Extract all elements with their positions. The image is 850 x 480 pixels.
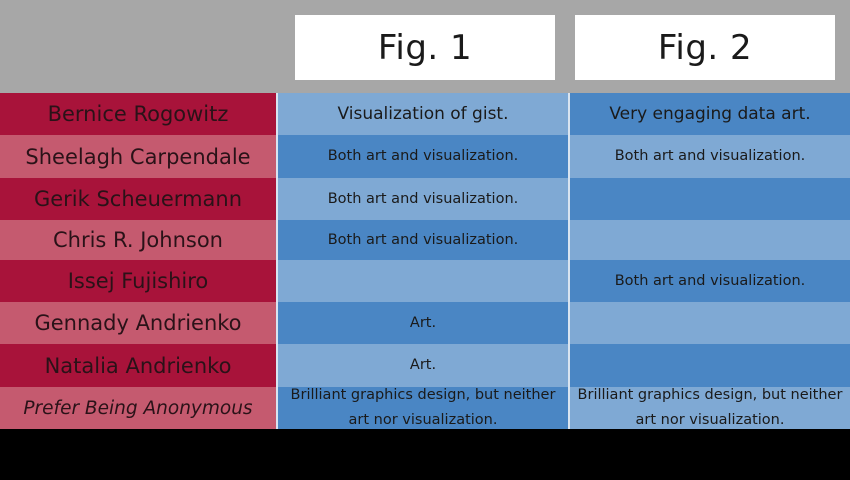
fig-1-header: Fig. 1 xyxy=(295,15,555,80)
name-cell: Issej Fujishiro xyxy=(0,260,276,302)
fig-2-cell xyxy=(570,344,850,387)
table-header: Fig. 1 Fig. 2 xyxy=(0,0,850,93)
fig-1-cell: Both art and visualization. xyxy=(278,220,568,260)
fig-2-cell: Both art and visualization. xyxy=(570,135,850,178)
fig-2-cell xyxy=(570,302,850,344)
name-cell: Gennady Andrienko xyxy=(0,302,276,344)
fig-1-cell xyxy=(278,260,568,302)
name-cell: Bernice Rogowitz xyxy=(0,93,276,135)
name-cell: Natalia Andrienko xyxy=(0,344,276,387)
fig-1-cell: Both art and visualization. xyxy=(278,178,568,220)
name-cell: Prefer Being Anonymous xyxy=(0,387,276,429)
fig-1-cell: Both art and visualization. xyxy=(278,135,568,178)
fig-1-cell: Art. xyxy=(278,302,568,344)
column-divider xyxy=(276,93,278,429)
fig-1-cell: Art. xyxy=(278,344,568,387)
name-cell: Chris R. Johnson xyxy=(0,220,276,260)
fig-2-cell xyxy=(570,178,850,220)
fig-2-cell: Brilliant graphics design, but neither a… xyxy=(570,387,850,429)
footer-bar xyxy=(0,429,850,480)
name-cell: Sheelagh Carpendale xyxy=(0,135,276,178)
fig-2-cell: Very engaging data art. xyxy=(570,93,850,135)
name-cell: Gerik Scheuermann xyxy=(0,178,276,220)
fig-1-cell: Visualization of gist. xyxy=(278,93,568,135)
column-divider xyxy=(568,93,570,429)
fig-2-header: Fig. 2 xyxy=(575,15,835,80)
fig-2-cell: Both art and visualization. xyxy=(570,260,850,302)
fig-1-cell: Brilliant graphics design, but neither a… xyxy=(278,387,568,429)
fig-2-cell xyxy=(570,220,850,260)
